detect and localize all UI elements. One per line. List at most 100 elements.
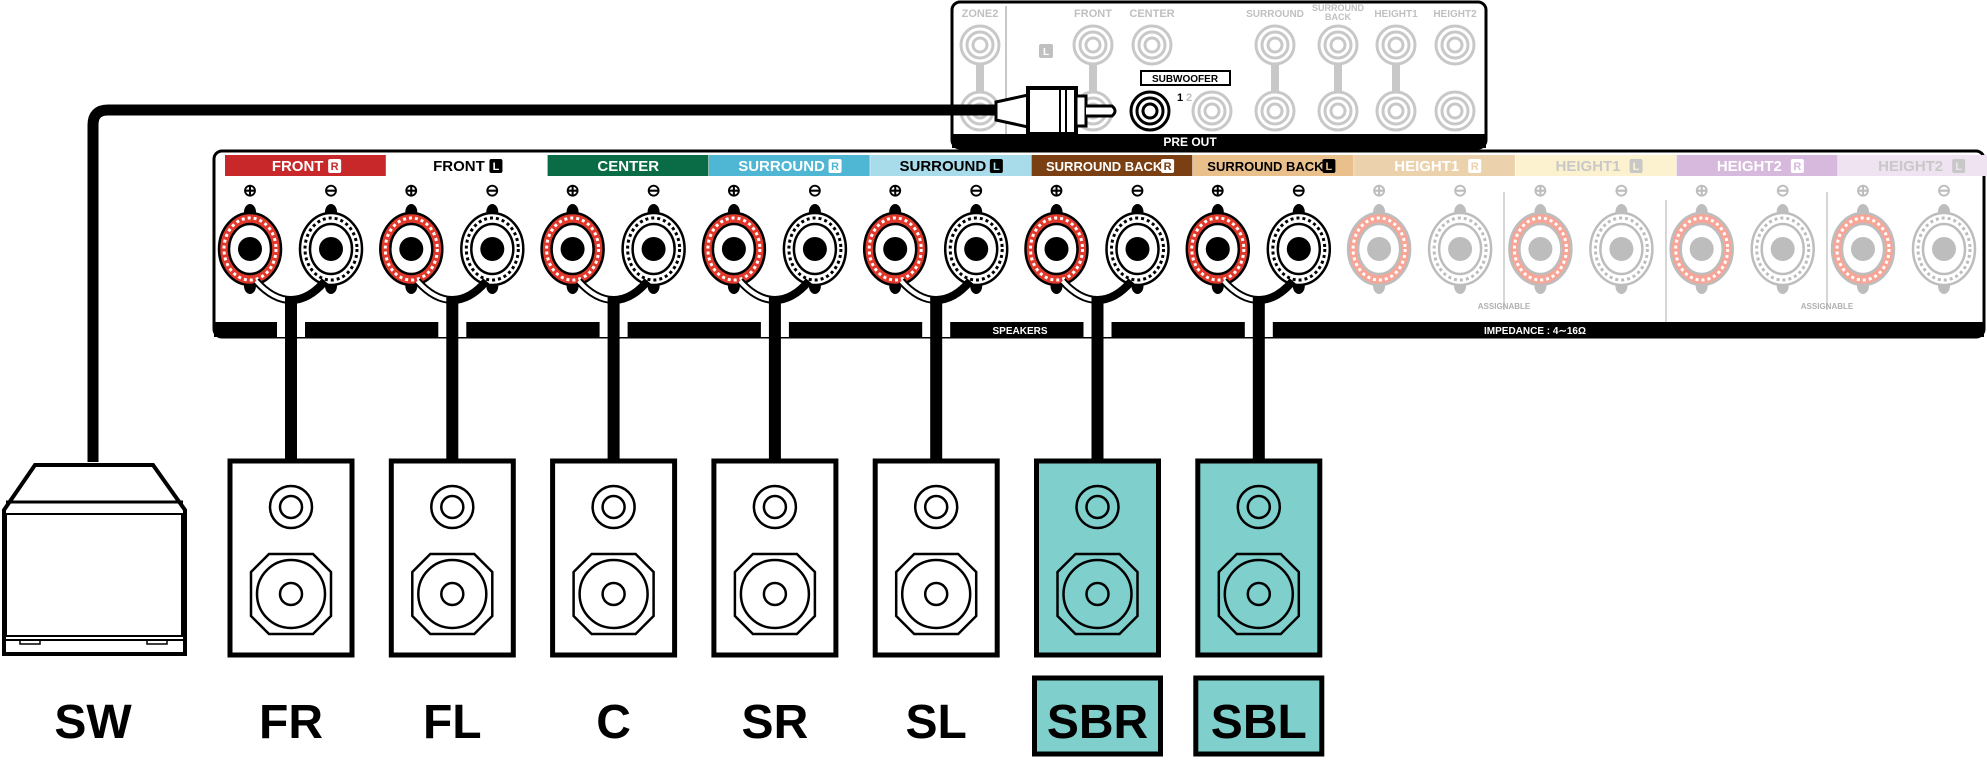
woofer-icon [255, 558, 327, 630]
preout-jack[interactable] [959, 24, 1001, 66]
tweeter-icon [752, 484, 798, 530]
preout-jack[interactable] [1191, 90, 1233, 132]
side-badge-text: L [1326, 161, 1333, 173]
terminal-plus[interactable]: ⊕ [1346, 181, 1412, 294]
terminal-minus[interactable]: ⊖ [1427, 181, 1493, 294]
preout-title: PRE OUT [1163, 135, 1217, 149]
plus-symbol-icon: ⊕ [1049, 181, 1063, 200]
side-badge-icon [328, 159, 342, 173]
preout-label-center: CENTER [1129, 8, 1174, 20]
jack-link [976, 62, 984, 92]
terminal-minus[interactable]: ⊖ [621, 181, 686, 294]
speaker-fr: FR [227, 458, 355, 749]
subwoofer-jack-2-number: 2 [1186, 92, 1192, 104]
terminal-plus[interactable]: ⊕ [1185, 181, 1251, 294]
preout-jack[interactable] [1254, 24, 1296, 66]
preout-label-surround-back-2: BACK [1325, 12, 1351, 22]
jack-link [1334, 62, 1342, 92]
preout-jack[interactable] [1434, 24, 1476, 66]
terminal-plus[interactable]: ⊕ [1669, 181, 1734, 294]
preout-jack[interactable] [1375, 24, 1417, 66]
terminal-plus[interactable]: ⊕ [701, 181, 767, 294]
terminal-minus[interactable]: ⊖ [1266, 181, 1332, 294]
terminal-plus[interactable]: ⊕ [1508, 181, 1573, 294]
channel-label-text: SURROUND [900, 158, 987, 175]
plus-symbol-icon: ⊕ [1372, 181, 1386, 200]
preout-jack[interactable] [1072, 24, 1114, 66]
speaker-cable [1059, 278, 1135, 462]
assignable-label-height2: ASSIGNABLE [1801, 302, 1854, 311]
terminal-minus[interactable]: ⊖ [1911, 181, 1977, 294]
speaker-label: FL [423, 696, 482, 749]
speaker-cable [736, 278, 812, 462]
side-badge-icon [1161, 159, 1175, 173]
terminal-plus[interactable]: ⊕ [1830, 181, 1896, 294]
preout-label-surround-back-1: SURROUND [1312, 3, 1365, 13]
channel-label-center: CENTER [547, 155, 709, 176]
speaker-label-highlight-box [1193, 675, 1325, 757]
subwoofer-jack-1[interactable] [1129, 90, 1171, 132]
speaker-cable [898, 278, 974, 462]
preout-jack[interactable] [1375, 90, 1417, 132]
terminal-minus[interactable]: ⊖ [298, 181, 364, 294]
plus-symbol-icon: ⊕ [404, 181, 418, 200]
plus-symbol-icon: ⊕ [565, 181, 579, 200]
terminal-minus[interactable]: ⊖ [782, 181, 848, 294]
terminal-minus[interactable]: ⊖ [1589, 181, 1654, 294]
footer-impedance-label: IMPEDANCE : 4∼16Ω [1484, 326, 1586, 337]
tweeter-icon [1075, 484, 1120, 530]
tweeter-icon [591, 484, 636, 530]
terminal-plus[interactable]: ⊕ [862, 181, 928, 294]
speaker-sw: SW [2, 463, 187, 749]
minus-symbol-icon: ⊖ [1937, 181, 1951, 200]
terminal-plus[interactable]: ⊕ [1024, 181, 1089, 294]
side-badge-icon [828, 159, 842, 173]
channel-label-text: HEIGHT2 [1717, 158, 1782, 175]
speaker-label: SBL [1211, 696, 1307, 749]
subwoofer-label-box [1140, 70, 1231, 86]
side-badge-text: R [1793, 161, 1801, 173]
terminal-plus[interactable]: ⊕ [540, 181, 605, 294]
terminal-minus[interactable]: ⊖ [943, 181, 1009, 294]
preout-jack[interactable] [1434, 90, 1476, 132]
terminal-minus[interactable]: ⊖ [1105, 181, 1170, 294]
jack-link [1089, 62, 1097, 92]
speaker-cabinet-icon [872, 458, 1000, 658]
subwoofer-label: SUBWOOFER [1152, 74, 1219, 85]
terminal-plus[interactable]: ⊕ [217, 181, 283, 294]
subwoofer-cable [87, 86, 1117, 462]
channel-label-surround-r: SURROUND R [708, 155, 870, 176]
channel-label-text: FRONT [433, 158, 485, 175]
minus-symbol-icon: ⊖ [1130, 181, 1144, 200]
speaker-cable [414, 278, 490, 462]
preout-jack[interactable] [1317, 90, 1359, 132]
side-badge-icon [1629, 159, 1643, 173]
plus-symbol-icon: ⊕ [1695, 181, 1709, 200]
preout-jack[interactable] [1254, 90, 1296, 132]
speaker-sbr: SBR [1032, 458, 1163, 757]
terminal-plus[interactable]: ⊕ [379, 181, 444, 294]
woofer-frame-icon [249, 552, 333, 636]
side-badge-text: R [1164, 161, 1172, 173]
terminal-minus[interactable]: ⊖ [460, 181, 525, 294]
terminal-minus[interactable]: ⊖ [1750, 181, 1815, 294]
preout-jack[interactable] [1131, 24, 1173, 66]
minus-symbol-icon: ⊖ [1292, 181, 1306, 200]
preout-label-front: FRONT [1074, 8, 1112, 20]
woofer-frame-icon [1056, 552, 1139, 636]
side-badge-text: R [831, 161, 839, 173]
plus-symbol-icon: ⊕ [1856, 181, 1870, 200]
channel-label-text: CENTER [597, 158, 659, 175]
minus-symbol-icon: ⊖ [646, 181, 660, 200]
preout-jack[interactable] [1317, 24, 1359, 66]
channel-label-text: SURROUND [738, 158, 825, 175]
side-badge-icon [489, 159, 503, 173]
speaker-cable [253, 278, 329, 462]
channel-label-text: SURROUND BACK [1207, 159, 1324, 174]
preout-label-height1: HEIGHT1 [1374, 9, 1418, 20]
